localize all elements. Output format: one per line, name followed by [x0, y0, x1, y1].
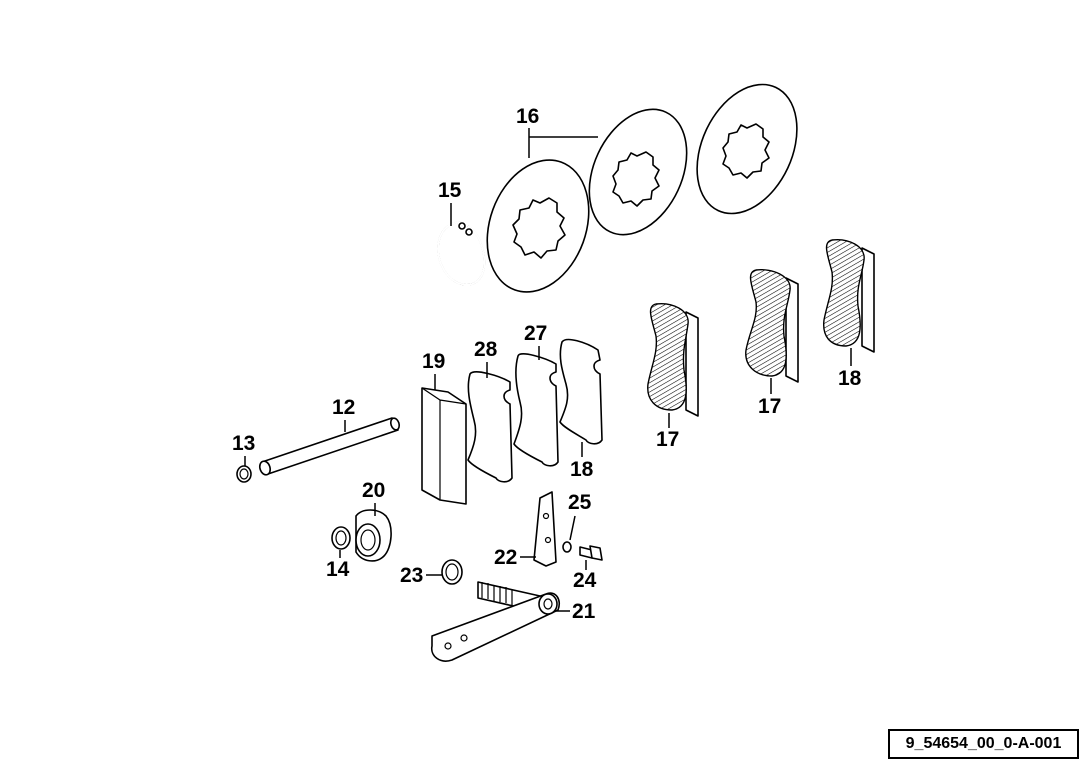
o-ring-23: [441, 559, 463, 585]
svg-text:19: 19: [422, 350, 445, 373]
svg-text:18: 18: [570, 458, 594, 481]
callout-21: 21: [556, 600, 596, 623]
washer-25: [562, 541, 572, 553]
shim-plate-28: [467, 371, 513, 483]
cam-hub: [355, 509, 392, 562]
brake-pad-17-left: [647, 303, 699, 417]
callout-18-a: 18: [570, 442, 594, 481]
callout-24: 24: [573, 560, 597, 592]
svg-text:21: 21: [572, 600, 596, 623]
svg-text:22: 22: [494, 546, 517, 569]
snap-ring: [437, 221, 486, 286]
callout-17-a: 17: [656, 413, 679, 451]
svg-text:17: 17: [656, 428, 679, 451]
callout-17-b: 17: [758, 378, 781, 418]
brake-pad-17-right: [745, 269, 799, 383]
callout-14: 14: [326, 550, 350, 581]
callout-16: 16: [516, 105, 598, 158]
drawing-reference-code: 9_54654_00_0-A-001: [888, 729, 1079, 759]
svg-text:13: 13: [232, 432, 255, 455]
svg-text:20: 20: [362, 479, 385, 502]
callout-13: 13: [232, 432, 255, 466]
callout-15: 15: [438, 179, 462, 226]
shim-plate-27: [513, 353, 559, 467]
callout-28: 28: [474, 338, 498, 378]
callout-20: 20: [362, 479, 385, 516]
svg-text:23: 23: [400, 564, 423, 587]
brake-disc-1: [486, 159, 590, 293]
callout-18-b: 18: [838, 348, 862, 390]
brake-lever: [430, 581, 561, 662]
callout-22: 22: [494, 546, 536, 569]
svg-text:15: 15: [438, 179, 462, 202]
brake-disc-2: [588, 108, 688, 236]
svg-text:28: 28: [474, 338, 498, 361]
svg-text:17: 17: [758, 395, 781, 418]
shim-plate-18: [559, 338, 603, 445]
brake-disc-3: [696, 83, 798, 215]
bracket: [533, 491, 557, 567]
shaft-pin: [258, 417, 401, 476]
svg-text:27: 27: [524, 322, 547, 345]
callout-12: 12: [332, 396, 355, 432]
washer-13: [236, 465, 252, 483]
brake-pad-18-right: [823, 239, 875, 353]
callout-19: 19: [422, 350, 445, 390]
svg-text:18: 18: [838, 367, 862, 390]
washer-14: [331, 526, 351, 550]
svg-text:16: 16: [516, 105, 539, 128]
svg-text:24: 24: [573, 569, 597, 592]
callout-23: 23: [400, 564, 442, 587]
svg-text:14: 14: [326, 558, 350, 581]
pad-block: [421, 387, 467, 505]
callout-27: 27: [524, 322, 547, 360]
svg-text:25: 25: [568, 491, 592, 514]
callout-25: 25: [568, 491, 592, 541]
bolt: [579, 545, 603, 561]
svg-text:12: 12: [332, 396, 355, 419]
